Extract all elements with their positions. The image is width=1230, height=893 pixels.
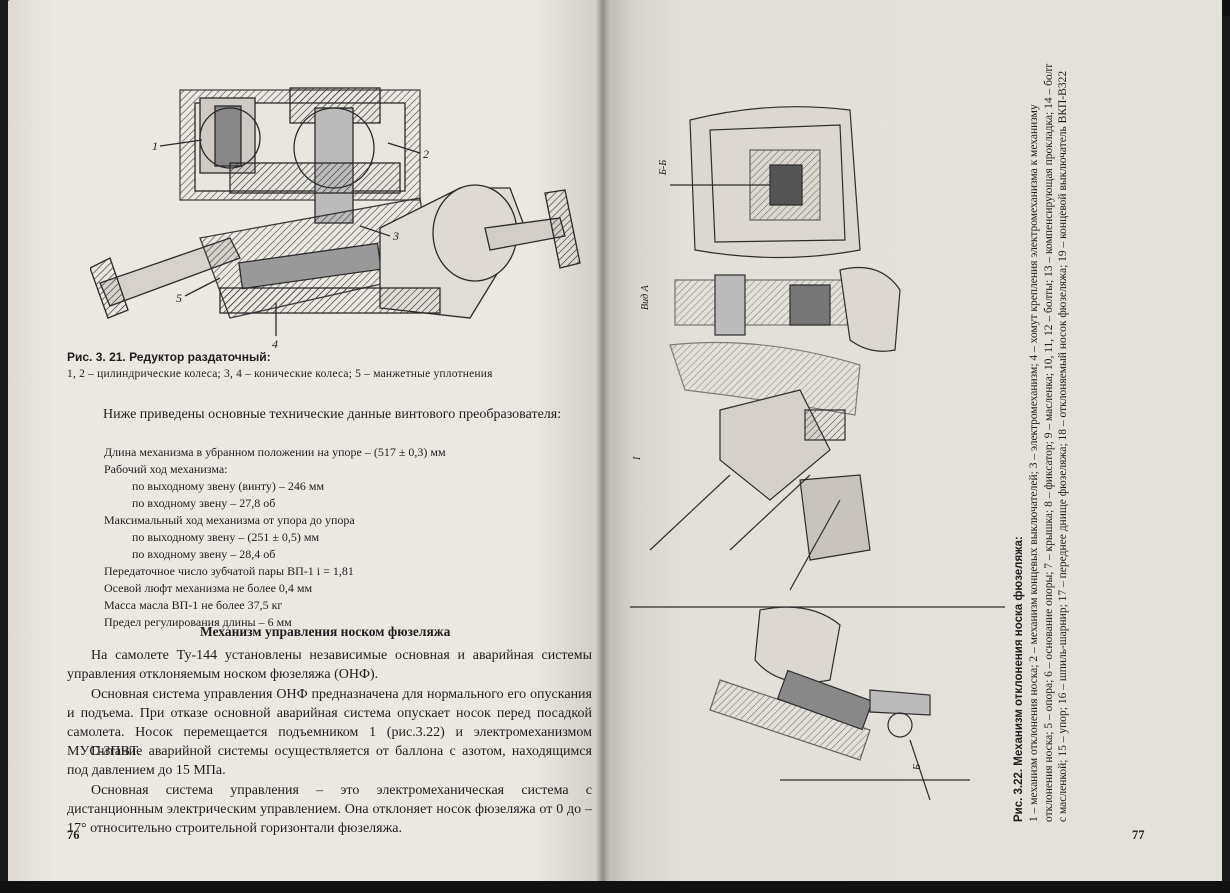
- book-gutter: [596, 0, 612, 893]
- section-heading: Механизм управления носком фюзеляжа: [200, 624, 451, 639]
- spec-line: Передаточное число зубчатой пары ВП-1 i …: [104, 564, 354, 578]
- body-paragraph: Питание аварийной системы осуществляется…: [67, 744, 592, 778]
- spec-line: по входному звену – 27,8 об: [132, 496, 276, 510]
- fig-label-4: 4: [272, 337, 278, 351]
- view-label-a: Вид А: [640, 284, 651, 310]
- figure-3-21-caption-title: Рис. 3. 21. Редуктор раздаточный:: [67, 350, 271, 364]
- spec-line: по выходному звену (винту) – 246 мм: [132, 479, 325, 493]
- intro-paragraph: Ниже приведены основные технические данн…: [103, 407, 562, 422]
- body-paragraph: На самолете Ту-144 установлены независим…: [67, 648, 592, 682]
- figure-3-21-caption-text: 1, 2 – цилиндрические колеса; 3, 4 – кон…: [67, 368, 493, 380]
- spec-line: Предел регулирования длины – 6 мм: [104, 615, 292, 629]
- nose-mechanism-figure: Б-Б Вид А I Б: [630, 106, 1005, 801]
- page-number-right: 77: [1132, 828, 1145, 842]
- fig-label-1: 1: [152, 139, 158, 153]
- fig-label-3: 3: [392, 229, 399, 243]
- figure-3-22-caption-title: Рис. 3.22. Механизм отклонения носка фюз…: [1013, 536, 1025, 822]
- view-label-b: Б: [912, 764, 923, 771]
- spec-line: Максимальный ход механизма от упора до у…: [104, 513, 355, 527]
- spec-line: Осевой люфт механизма не более 0,4 мм: [104, 581, 313, 595]
- gearbox-figure: 1 2 3 5 4: [90, 87, 581, 351]
- view-label-bb: Б-Б: [658, 160, 669, 176]
- spec-line: Длина механизма в убранном положении на …: [104, 445, 446, 459]
- spec-line: Масса масла ВП-1 не более 37,5 кг: [104, 598, 283, 612]
- view-label-i: I: [632, 456, 643, 461]
- fig-label-2: 2: [423, 147, 429, 161]
- spec-line: по выходному звену – (251 ± 0,5) мм: [132, 530, 320, 544]
- body-paragraph: Основная система управления ОНФ предназн…: [67, 687, 592, 759]
- fig-label-5: 5: [176, 291, 182, 305]
- scan-edge-bottom: [0, 881, 1230, 893]
- figure-3-22-caption-text: 1 – механизм отклонения носка; 2 – механ…: [1027, 63, 1070, 822]
- page-number-left: 76: [67, 828, 80, 842]
- spec-line: Рабочий ход механизма:: [104, 462, 228, 476]
- figure-3-22-caption: Рис. 3.22. Механизм отклонения носка фюз…: [1012, 62, 1071, 822]
- body-paragraph: Основная система управления – это электр…: [67, 783, 592, 836]
- spec-line: по входному звену – 28,4 об: [132, 547, 276, 561]
